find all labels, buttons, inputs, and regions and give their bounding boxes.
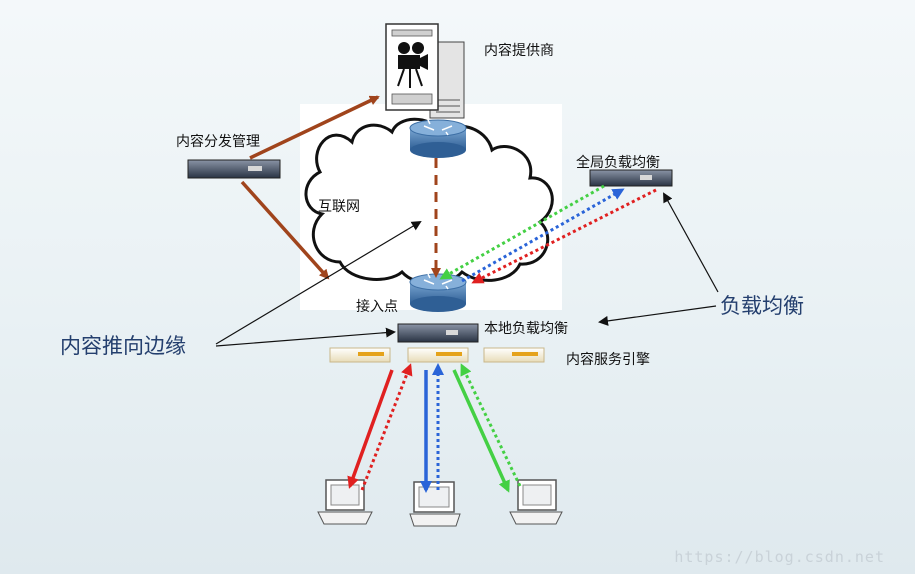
arrow-lb-to-global — [663, 192, 719, 293]
client-computer-1 — [317, 479, 373, 525]
arrow-push-to-local-lb — [215, 327, 396, 347]
arrow-red-dotted-global — [471, 188, 657, 284]
watermark-text: https://blog.csdn.net — [674, 548, 885, 566]
arrow-green-dotted-global — [439, 184, 605, 280]
content-engine-1 — [329, 347, 391, 363]
arrow-red-solid-client — [347, 369, 394, 489]
arrow-lb-to-local — [598, 305, 717, 326]
arrow-green-solid-client — [452, 369, 510, 493]
content-provider-server — [385, 23, 465, 119]
content-engine-label: 内容服务引擎 — [566, 352, 650, 368]
internet-label: 互联网 — [318, 199, 360, 215]
distribution-manager-device — [187, 159, 281, 179]
global-load-balancer-device — [589, 169, 673, 187]
router-icon — [409, 119, 467, 158]
arrow-manager-to-access-point — [240, 180, 330, 280]
local-lb-label: 本地负载均衡 — [484, 321, 568, 337]
arrow-manager-to-provider — [249, 95, 380, 160]
content-provider-label: 内容提供商 — [484, 43, 554, 59]
load-balancing-label: 负载均衡 — [720, 294, 804, 318]
film-camera-icon — [397, 42, 428, 88]
content-engine-2 — [407, 347, 469, 363]
push-to-edge-label: 内容推向边缘 — [60, 334, 186, 358]
access-point-router-icon — [409, 273, 467, 312]
content-engine-3 — [483, 347, 545, 363]
client-computer-3 — [509, 479, 563, 525]
arrow-red-dotted-client — [360, 363, 413, 491]
arrow-green-dotted-client — [460, 363, 522, 487]
global-lb-label: 全局负载均衡 — [576, 155, 660, 171]
arrow-blue-dotted-global — [461, 188, 625, 283]
client-computer-2 — [409, 481, 461, 527]
arrow-push-to-internet — [215, 220, 422, 345]
access-point-label: 接入点 — [356, 299, 398, 315]
local-load-balancer-device — [397, 323, 479, 343]
distribution-mgmt-label: 内容分发管理 — [176, 134, 260, 150]
